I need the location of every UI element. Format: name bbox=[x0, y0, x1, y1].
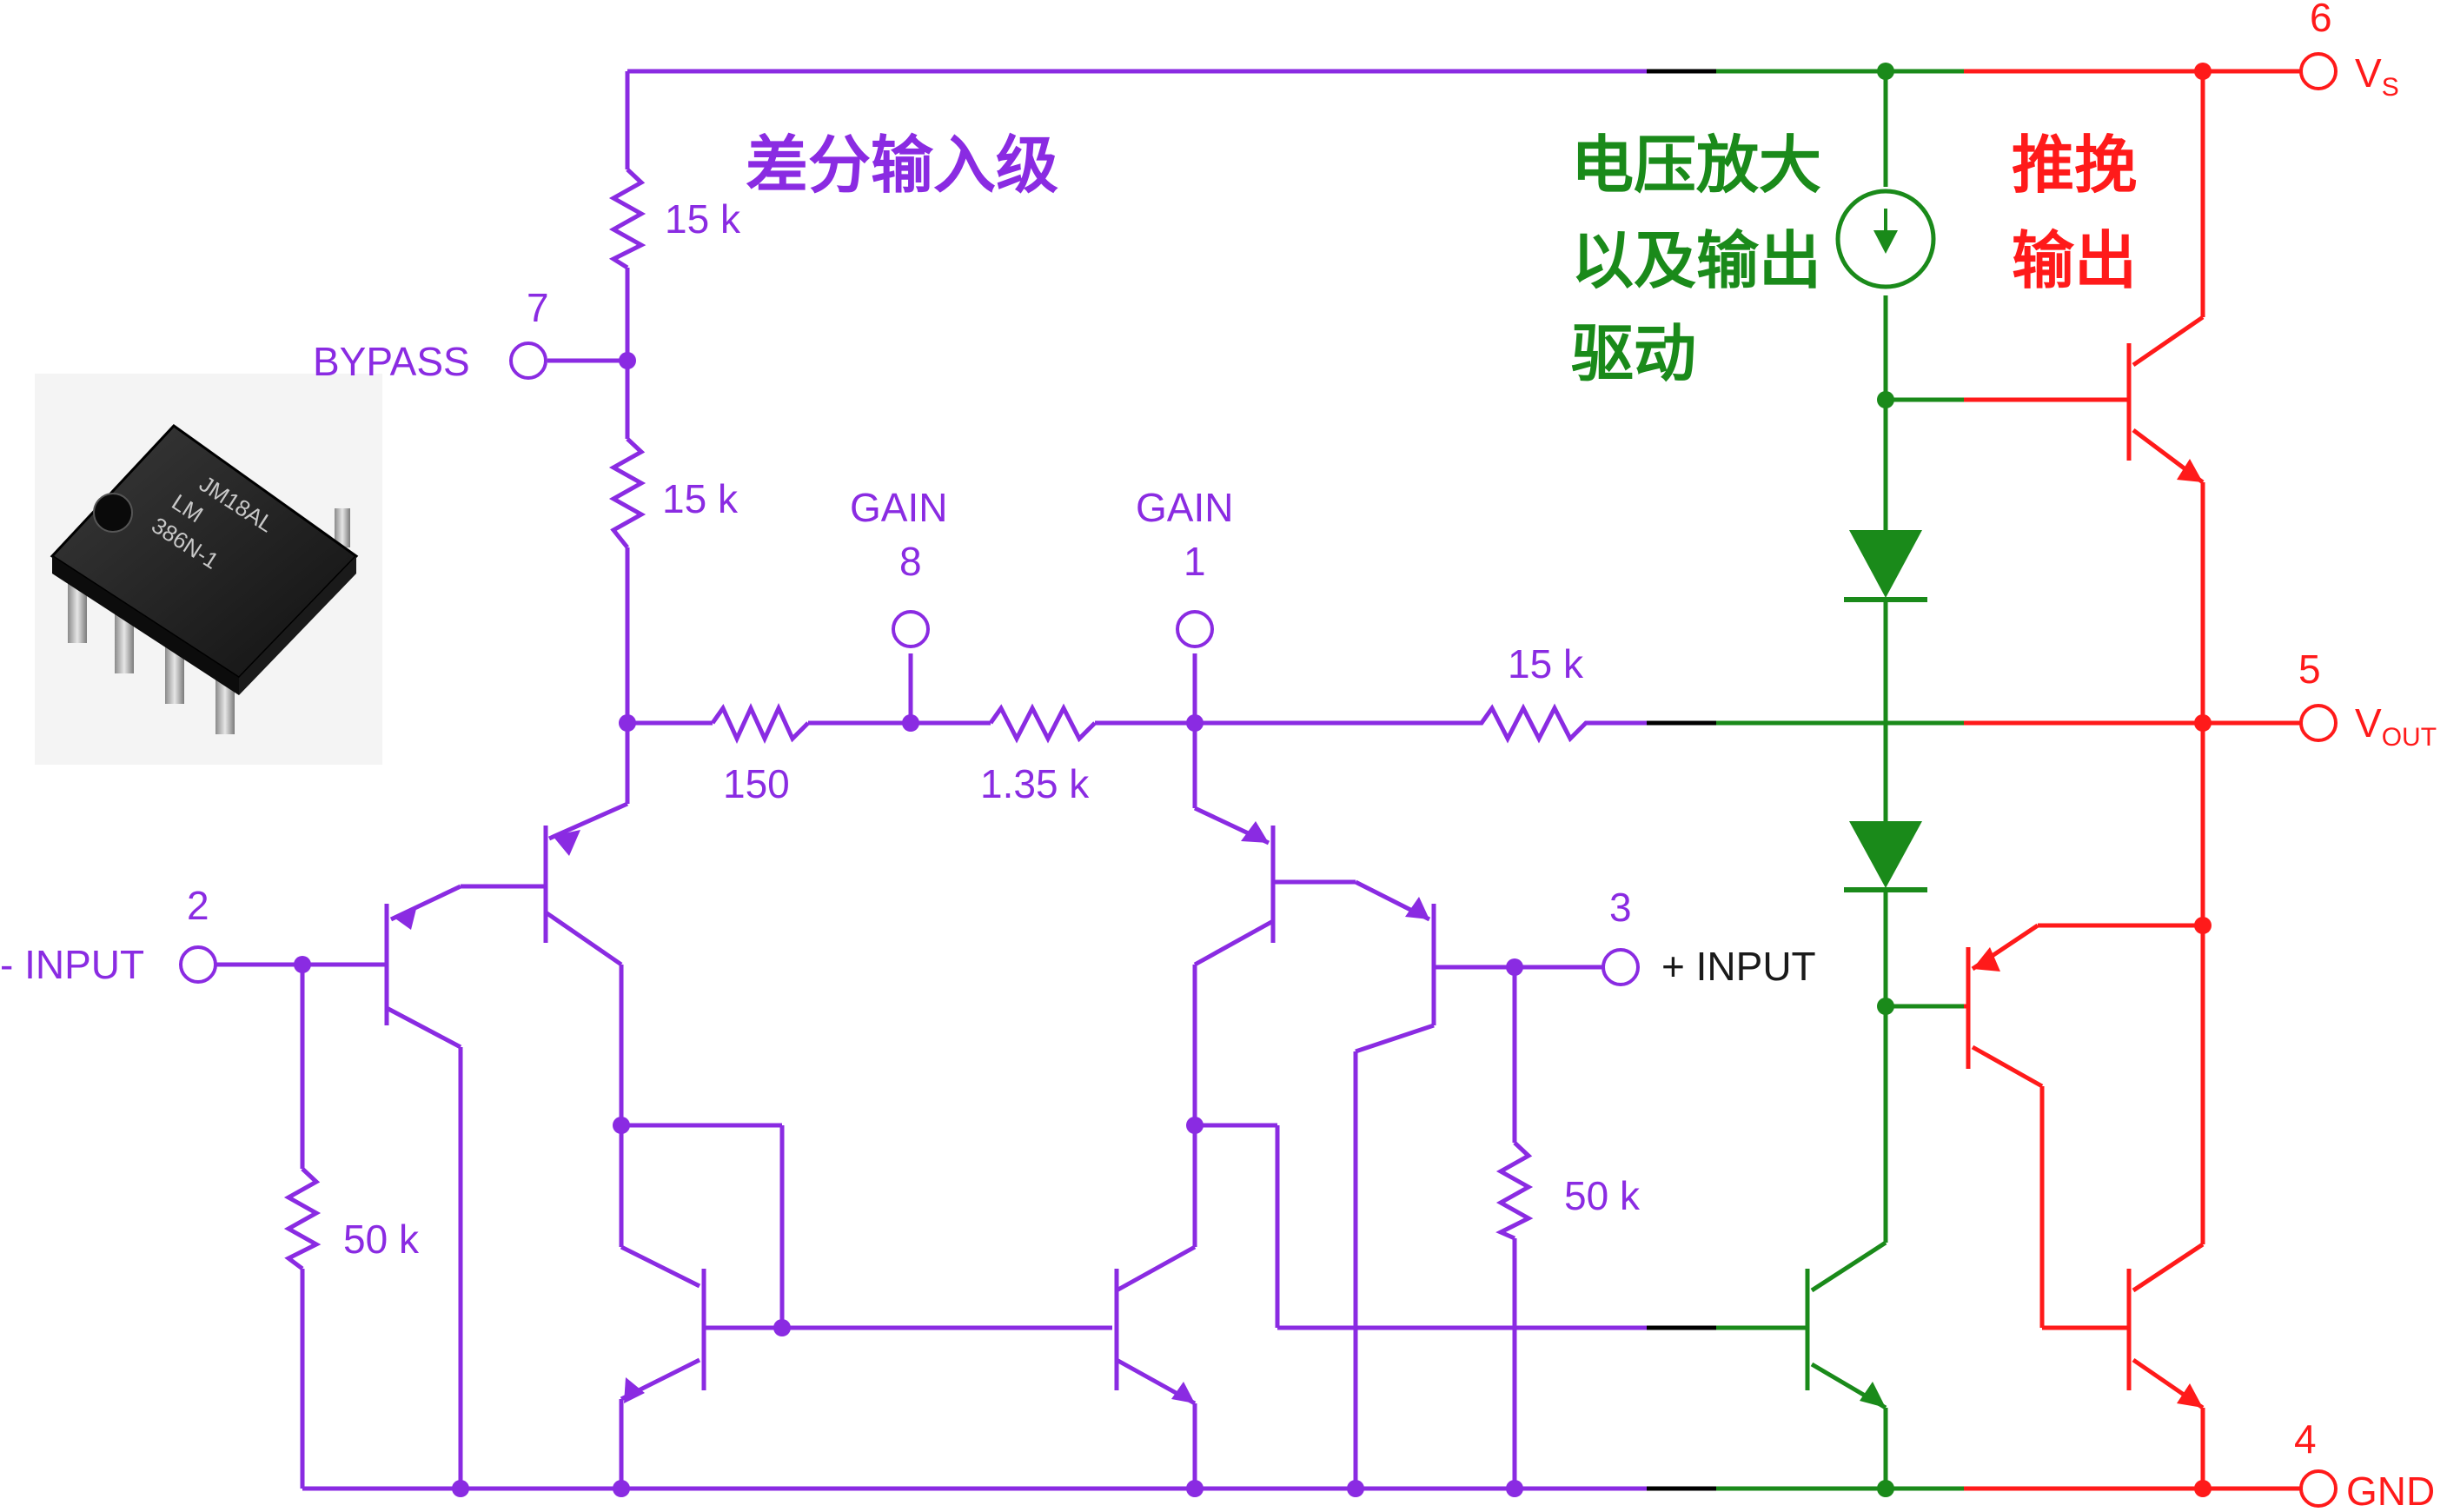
pin-5-label: VOUT bbox=[2355, 700, 2437, 752]
pin-7-label: BYPASS bbox=[313, 339, 470, 384]
label-differential-input: 差分输入级 bbox=[746, 129, 1058, 202]
pin-8-number: 8 bbox=[899, 539, 922, 584]
chip-notch bbox=[93, 493, 133, 533]
label-r-150: 150 bbox=[723, 761, 790, 806]
resistor-15k-feedback bbox=[1425, 703, 1647, 744]
pin-1-number: 1 bbox=[1184, 539, 1206, 584]
resistor-50k-left bbox=[283, 1167, 322, 1270]
pin-6-label: VS bbox=[2355, 50, 2399, 102]
pin-6-number: 6 bbox=[2310, 0, 2332, 40]
pin-2-number: 2 bbox=[187, 883, 209, 928]
resistor-15k-top bbox=[608, 168, 647, 270]
voltage-stage-solids bbox=[1844, 209, 1927, 1408]
label-r-in-right: 50 k bbox=[1564, 1173, 1641, 1218]
resistor-150 bbox=[710, 702, 810, 745]
pin-2-terminal bbox=[179, 945, 217, 984]
label-voltage-amp-2: 以及输出 bbox=[1571, 224, 1821, 297]
label-r-top: 15 k bbox=[665, 196, 741, 242]
pin-7-terminal bbox=[509, 342, 547, 380]
pin-1-label: GAIN bbox=[1136, 485, 1233, 530]
label-r-fb: 15 k bbox=[1508, 641, 1584, 686]
pin-4-terminal bbox=[2299, 1469, 2338, 1508]
resistor-50k-right bbox=[1495, 1141, 1534, 1241]
black-wires bbox=[1647, 69, 1716, 1491]
pin-4-label: GND bbox=[2346, 1469, 2435, 1512]
resistor-1-35k bbox=[988, 703, 1097, 744]
label-push-pull-2: 输出 bbox=[2012, 224, 2137, 297]
chip-photo: JM18AL LM 386N-1 bbox=[35, 374, 382, 765]
pin-terminals bbox=[179, 52, 2338, 1508]
pin-3-terminal bbox=[1601, 948, 1640, 986]
output-stage-wiring bbox=[1964, 69, 2303, 1491]
diode-1 bbox=[1849, 530, 1922, 598]
label-r-in-left: 50 k bbox=[343, 1217, 420, 1262]
pin-6-terminal bbox=[2299, 52, 2338, 90]
pin-7-number: 7 bbox=[527, 285, 549, 330]
input-stage-wiring bbox=[216, 69, 1647, 1491]
label-r-mid: 15 k bbox=[662, 476, 739, 521]
pin-4-number: 4 bbox=[2294, 1416, 2317, 1462]
resistor-15k-mid bbox=[608, 437, 647, 549]
label-r-135: 1.35 k bbox=[980, 761, 1090, 806]
pin-8-label: GAIN bbox=[850, 485, 947, 530]
diode-2 bbox=[1849, 821, 1922, 888]
label-push-pull-1: 推挽 bbox=[2012, 129, 2137, 202]
output-arrowheads bbox=[1973, 459, 2203, 1408]
pin-2-label: - INPUT bbox=[0, 942, 144, 987]
pin-3-label: + INPUT bbox=[1661, 944, 1816, 989]
resistors-purple bbox=[283, 168, 1647, 1270]
pin-1-terminal bbox=[1176, 610, 1214, 648]
junction-dots bbox=[294, 63, 2212, 1497]
current-source-arrow bbox=[1873, 230, 1898, 254]
label-voltage-amp-1: 电压放大 bbox=[1571, 129, 1821, 202]
pin-3-number: 3 bbox=[1609, 885, 1632, 930]
input-arrowheads bbox=[393, 821, 1429, 1403]
label-voltage-amp-3: 驱动 bbox=[1571, 317, 1696, 390]
pin-8-terminal bbox=[892, 610, 930, 648]
voltage-stage-wiring bbox=[1716, 69, 1964, 1491]
current-source bbox=[1835, 189, 1936, 289]
pin-5-terminal bbox=[2299, 704, 2338, 742]
pin-5-number: 5 bbox=[2298, 647, 2321, 692]
